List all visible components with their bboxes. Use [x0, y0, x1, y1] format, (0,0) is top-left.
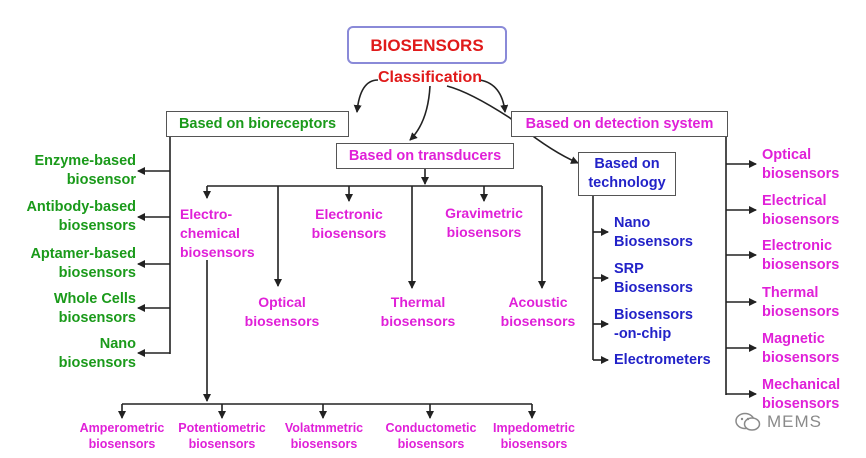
bioreceptor-item-aptamer: Aptamer-based biosensors [30, 246, 136, 281]
detection-item-mechanical: Mechanical biosensors [762, 377, 841, 412]
wechat-logo-icon [735, 412, 761, 431]
watermark-text: MEMS [767, 412, 822, 431]
transducer-item-thermal: Thermal biosensors [380, 294, 456, 329]
bioreceptors-box: Based on bioreceptors [166, 111, 349, 137]
detection-item-magnetic: Magnetic biosensors [762, 331, 840, 366]
bioreceptor-item-enzyme: Enzyme-based biosensor [34, 153, 136, 188]
technology-box: Based on technology [578, 152, 676, 196]
transducers-box: Based on transducers [336, 143, 514, 169]
arrow-to-detection [479, 79, 509, 113]
technology-item-on-chip: Biosensors -on-chip [614, 307, 693, 342]
bioreceptor-item-antibody: Antibody-based biosensors [26, 199, 136, 234]
electrochemical-item-impedometric: Impedometric biosensors [493, 421, 575, 451]
technology-item-srp: SRP Biosensors [614, 261, 693, 296]
diagram-title: BIOSENSORS [370, 35, 484, 55]
title-box: BIOSENSORS [347, 26, 507, 64]
transducer-item-electronic: Electronic biosensors [311, 206, 387, 241]
detection-box: Based on detection system [511, 111, 728, 137]
electrochemical-item-conductometic: Conductometic biosensors [385, 421, 477, 451]
technology-item-electrometers: Electrometers [614, 352, 711, 368]
bioreceptor-item-whole-cells: Whole Cells biosensors [53, 291, 136, 326]
technology-item-nano: Nano Biosensors [614, 215, 693, 250]
bioreceptor-item-nano: Nano biosensors [58, 336, 136, 371]
detection-label: Based on detection system [525, 115, 714, 132]
technology-label: Based on technology [588, 156, 666, 191]
transducer-item-electrochemical: Electro- chemical biosensors [180, 206, 255, 260]
transducer-item-gravimetric: Gravimetric biosensors [445, 205, 523, 240]
bioreceptors-label: Based on bioreceptors [178, 115, 337, 132]
transducers-label: Based on transducers [348, 147, 502, 164]
arrow-to-technology [446, 85, 579, 164]
classification-label: Classification [377, 69, 483, 86]
transducer-item-acoustic: Acoustic biosensors [500, 294, 576, 329]
electrochemical-item-potentiometric: Potentiometric biosensors [178, 421, 266, 451]
arrow-to-bioreceptors [353, 79, 379, 113]
watermark: MEMS [735, 412, 822, 432]
transducer-item-optical: Optical biosensors [244, 294, 320, 329]
electrochemical-item-volatmmetric: Volatmmetric biosensors [284, 421, 364, 451]
detection-item-optical: Optical biosensors [762, 147, 840, 182]
detection-item-thermal: Thermal biosensors [762, 285, 840, 320]
arrow-to-transducers [409, 85, 431, 141]
detection-item-electrical: Electrical biosensors [762, 193, 840, 228]
detection-item-electronic: Electronic biosensors [762, 238, 840, 273]
electrochemical-item-amperometric: Amperometric biosensors [79, 421, 165, 451]
